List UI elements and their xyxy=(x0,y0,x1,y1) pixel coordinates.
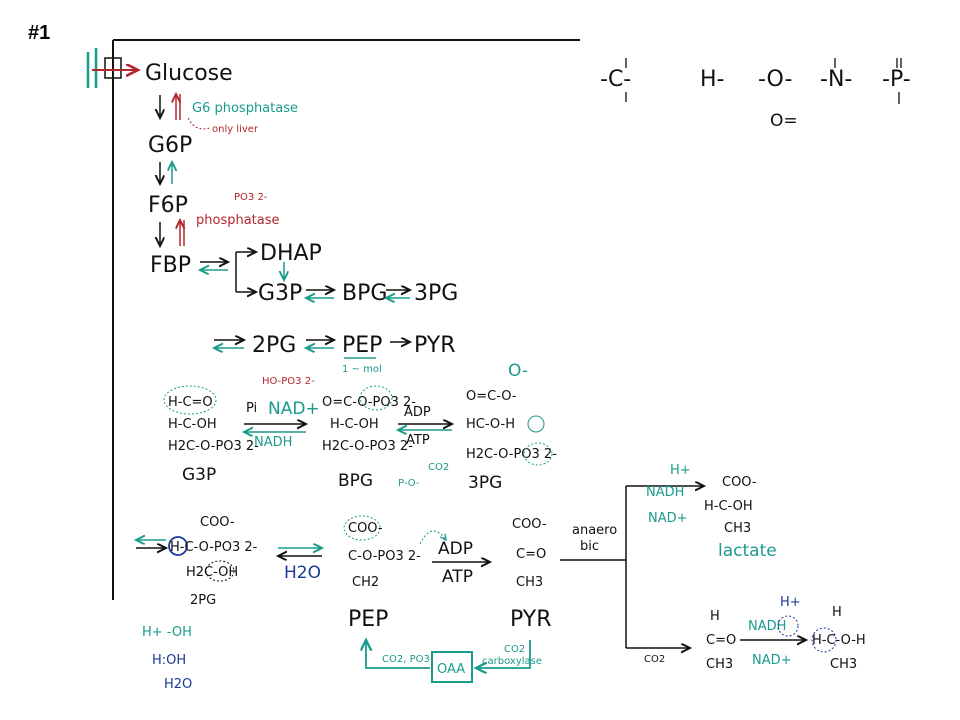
nadh: NADH xyxy=(254,435,292,450)
slide-number: #1 xyxy=(28,22,51,44)
bpg-row2: H-C-OH xyxy=(330,417,379,432)
label-g3p: G3P xyxy=(258,281,302,306)
lactate-label: lactate xyxy=(718,541,777,561)
3pg-row1: O=C-O- xyxy=(466,389,517,404)
bpg-row3: H2C-O-PO3 2- xyxy=(322,439,413,454)
2pg-row2: H-C-O-PO3 2- xyxy=(170,540,258,555)
atp-1: ATP xyxy=(406,433,430,448)
pep-row2: C-O-PO3 2- xyxy=(348,549,421,564)
water-note-3: H2O xyxy=(164,677,192,692)
pyr-row2: C=O xyxy=(516,547,546,562)
pep-bottom-label: PEP xyxy=(348,607,388,632)
oaa-label: OAA xyxy=(437,662,465,677)
water-note-2: H:OH xyxy=(152,653,186,668)
h2o-label: H2O xyxy=(284,563,321,583)
3pg-row2: HC-O-H xyxy=(466,417,515,432)
nadh-3: NADH xyxy=(748,619,786,634)
label-pep-note: 1 ~ mol xyxy=(342,364,382,375)
valence-legend: -C- H- -O- O= -N- -P- xyxy=(600,58,911,131)
label-only-liver: only liver xyxy=(212,124,259,135)
label-3pg: 3PG xyxy=(414,281,458,306)
label-fbp: FBP xyxy=(150,253,191,278)
g3p-row1: H-C=O xyxy=(168,395,213,410)
co2-out: CO2 xyxy=(644,654,665,665)
hopo3: HO-PO3 2- xyxy=(262,376,315,387)
label-po3: PO3 2- xyxy=(234,192,268,203)
adp-2: ADP xyxy=(438,539,473,559)
bpg-label: BPG xyxy=(338,471,373,491)
g3p-row3: H2C-O-PO3 2- xyxy=(168,439,259,454)
pyr-bottom-label: PYR xyxy=(510,607,552,632)
valence-carbon: -C- xyxy=(600,67,631,92)
g3p-row2: H-C-OH xyxy=(168,417,217,432)
label-g6p: G6P xyxy=(148,133,192,158)
co2-frag: CO2 xyxy=(428,462,449,473)
2pg-row1: COO- xyxy=(200,515,235,530)
label-glucose: Glucose xyxy=(145,61,233,86)
ethanol-row3: CH3 xyxy=(830,657,857,672)
label-g6-phosphatase: G6 phosphatase xyxy=(192,101,298,116)
pyr-row3: CH3 xyxy=(516,575,543,590)
valence-nitrogen: -N- xyxy=(820,67,852,92)
valence-hydrogen: H- xyxy=(700,67,724,92)
nad-plus-3: NAD+ xyxy=(752,653,792,668)
co2-po3-label: CO2, PO3 xyxy=(382,654,430,665)
co2-carbox-b: carboxylase xyxy=(482,656,542,667)
pep-row3: CH2 xyxy=(352,575,379,590)
acet-row3: CH3 xyxy=(706,657,733,672)
po-frag: P-O- xyxy=(398,478,420,489)
valence-phosphorus: -P- xyxy=(882,67,911,92)
h-plus-1: H+ xyxy=(670,463,691,478)
atp-2: ATP xyxy=(442,567,473,587)
frame xyxy=(86,39,580,600)
valence-oxygen: -O- xyxy=(758,67,792,92)
mechanism-row1: H-C=O H-C-OH H2C-O-PO3 2- G3P HO-PO3 2- … xyxy=(163,361,557,493)
g3p-label: G3P xyxy=(182,465,216,485)
lactate-row1: COO- xyxy=(722,475,757,490)
acet-row1: H xyxy=(710,609,720,624)
3pg-row3: H2C-O-PO3 2- xyxy=(466,447,557,462)
label-pyr: PYR xyxy=(414,333,456,358)
anaerobic-b: bic xyxy=(580,539,599,554)
ethanol-row2: H-C-O-H xyxy=(812,633,866,648)
adp-1: ADP xyxy=(404,405,431,420)
acet-row2: C=O xyxy=(706,633,736,648)
pyr-row1: COO- xyxy=(512,517,547,532)
co2-carbox-a: CO2 xyxy=(504,644,525,655)
label-f6p: F6P xyxy=(148,193,188,218)
label-bpg: BPG xyxy=(342,281,387,306)
nadh-2: NADH xyxy=(646,485,684,500)
pi-label: Pi xyxy=(246,401,257,416)
ethanol-row1: H xyxy=(832,605,842,620)
nad-plus-2: NAD+ xyxy=(648,511,688,526)
valence-oxygen-double: O= xyxy=(770,111,798,131)
nad-plus: NAD+ xyxy=(268,399,320,419)
pep-row1: COO- xyxy=(348,521,383,536)
label-pep: PEP xyxy=(342,333,382,358)
label-2pg: 2PG xyxy=(252,333,296,358)
lactate-row3: CH3 xyxy=(724,521,751,536)
3pg-label: 3PG xyxy=(468,473,502,493)
pathway-upper: Glucose G6 phosphatase only liver G6P F6… xyxy=(145,61,458,375)
o-minus: O- xyxy=(508,361,528,381)
mechanism-row2: COO- H-C-O-PO3 2- H2C-OH 2PG H2O COO- C-… xyxy=(136,463,866,692)
anaerobic-a: anaero xyxy=(572,523,617,538)
label-dhap: DHAP xyxy=(260,241,322,266)
label-phosphatase: phosphatase xyxy=(196,213,280,228)
lactate-row2: H-C-OH xyxy=(704,499,753,514)
h-plus-2: H+ xyxy=(780,595,801,610)
water-note-1: H+ -OH xyxy=(142,625,192,640)
2pg-row3: H2C-OH xyxy=(186,565,238,580)
2pg-label: 2PG xyxy=(190,593,216,608)
bpg-row1: O=C-O-PO3 2- xyxy=(322,395,416,410)
